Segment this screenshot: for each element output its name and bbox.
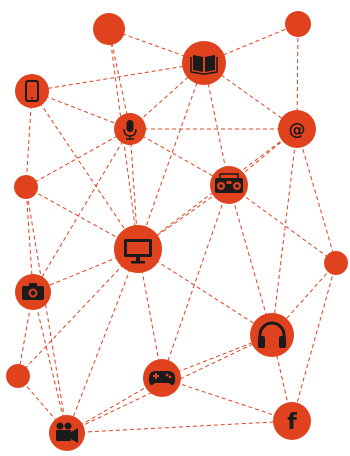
connection-line	[291, 262, 337, 422]
connection-line	[32, 291, 68, 434]
headphones-icon	[258, 321, 286, 348]
connection-line	[31, 90, 131, 130]
boombox-icon	[215, 173, 243, 193]
connection-line	[137, 248, 273, 336]
connection-line	[25, 128, 131, 188]
video-camera-icon	[56, 422, 78, 443]
connection-line	[108, 28, 131, 130]
connection-line	[32, 128, 131, 293]
connection-line	[137, 62, 205, 250]
at-sign-label: @	[289, 120, 306, 140]
connection-line	[161, 334, 273, 379]
network-nodes: @f	[6, 11, 348, 451]
connection-line	[66, 377, 163, 434]
node-circle	[182, 41, 226, 85]
network-node	[285, 11, 311, 37]
network-node	[324, 251, 348, 275]
connection-line	[17, 248, 139, 377]
microphone-icon	[123, 120, 137, 140]
facebook-node: f	[273, 402, 311, 440]
connection-line	[66, 420, 293, 434]
gamepad-icon	[148, 371, 176, 386]
connection-line	[32, 248, 139, 293]
network-node	[14, 175, 38, 199]
headphones-node	[250, 313, 294, 357]
facebook-label: f	[287, 410, 297, 435]
microphone-node	[114, 113, 146, 145]
camera-icon	[22, 283, 44, 300]
connection-line	[17, 375, 68, 434]
node-circle	[285, 11, 311, 37]
book-node	[182, 41, 226, 85]
network-node	[6, 364, 30, 388]
at-sign-node: @	[278, 110, 316, 148]
node-circle	[278, 110, 316, 148]
node-circle	[324, 251, 348, 275]
connection-line	[161, 377, 293, 422]
connection-line	[66, 248, 139, 434]
connection-line	[108, 28, 139, 250]
monitor-icon	[124, 239, 152, 264]
book-icon	[190, 55, 218, 75]
network-node	[93, 13, 125, 45]
camera-node	[15, 274, 51, 310]
facebook-icon: f	[287, 410, 297, 435]
connection-line	[296, 128, 337, 264]
connection-line	[228, 184, 337, 264]
node-circle	[250, 313, 294, 357]
monitor-node	[114, 225, 162, 273]
node-circle	[93, 13, 125, 45]
connection-line	[161, 184, 230, 379]
node-circle	[15, 74, 49, 108]
connection-line	[31, 62, 205, 92]
connection-line	[25, 186, 68, 434]
connection-line	[228, 184, 273, 336]
node-circle	[273, 402, 311, 440]
boombox-node	[210, 166, 248, 204]
node-circle	[6, 364, 30, 388]
gamepad-node	[143, 359, 181, 397]
connection-line	[31, 90, 139, 250]
connection-line	[203, 62, 298, 130]
at-sign-icon: @	[289, 120, 306, 140]
smartphone-icon	[25, 80, 39, 102]
video-camera-node	[49, 415, 85, 451]
smartphone-node	[15, 74, 49, 108]
node-circle	[14, 175, 38, 199]
